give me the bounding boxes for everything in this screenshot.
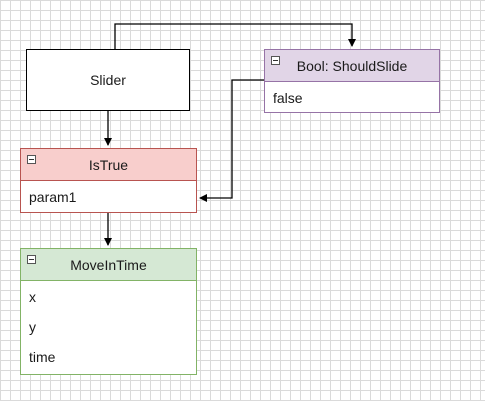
node-shouldslide-title: Bool: ShouldSlide bbox=[296, 57, 408, 74]
node-shouldslide-header[interactable]: Bool: ShouldSlide bbox=[265, 50, 439, 82]
edge-shouldslide-to-param1[interactable] bbox=[199, 79, 264, 202]
node-istrue-header[interactable]: IsTrue bbox=[21, 149, 196, 181]
node-moveintime-header[interactable]: MoveInTime bbox=[21, 249, 196, 281]
node-istrue-title: IsTrue bbox=[88, 156, 129, 173]
node-field-param1[interactable]: param1 bbox=[29, 189, 77, 205]
node-moveintime[interactable]: MoveInTime x y time bbox=[20, 248, 197, 375]
node-istrue[interactable]: IsTrue param1 bbox=[20, 148, 197, 213]
node-field-x[interactable]: x bbox=[29, 289, 36, 305]
node-slider[interactable]: Slider bbox=[26, 49, 190, 111]
edge-slider-to-shouldslide[interactable] bbox=[114, 23, 356, 49]
node-field-y[interactable]: y bbox=[29, 319, 36, 335]
node-moveintime-title: MoveInTime bbox=[70, 256, 147, 273]
node-slider-label: Slider bbox=[90, 72, 126, 88]
collapse-toggle-icon[interactable] bbox=[27, 255, 36, 264]
node-bool-shouldslide[interactable]: Bool: ShouldSlide false bbox=[264, 49, 440, 113]
collapse-toggle-icon[interactable] bbox=[27, 155, 36, 164]
collapse-toggle-icon[interactable] bbox=[271, 56, 280, 65]
node-field-time[interactable]: time bbox=[29, 349, 56, 365]
node-field-value[interactable]: false bbox=[273, 90, 303, 106]
